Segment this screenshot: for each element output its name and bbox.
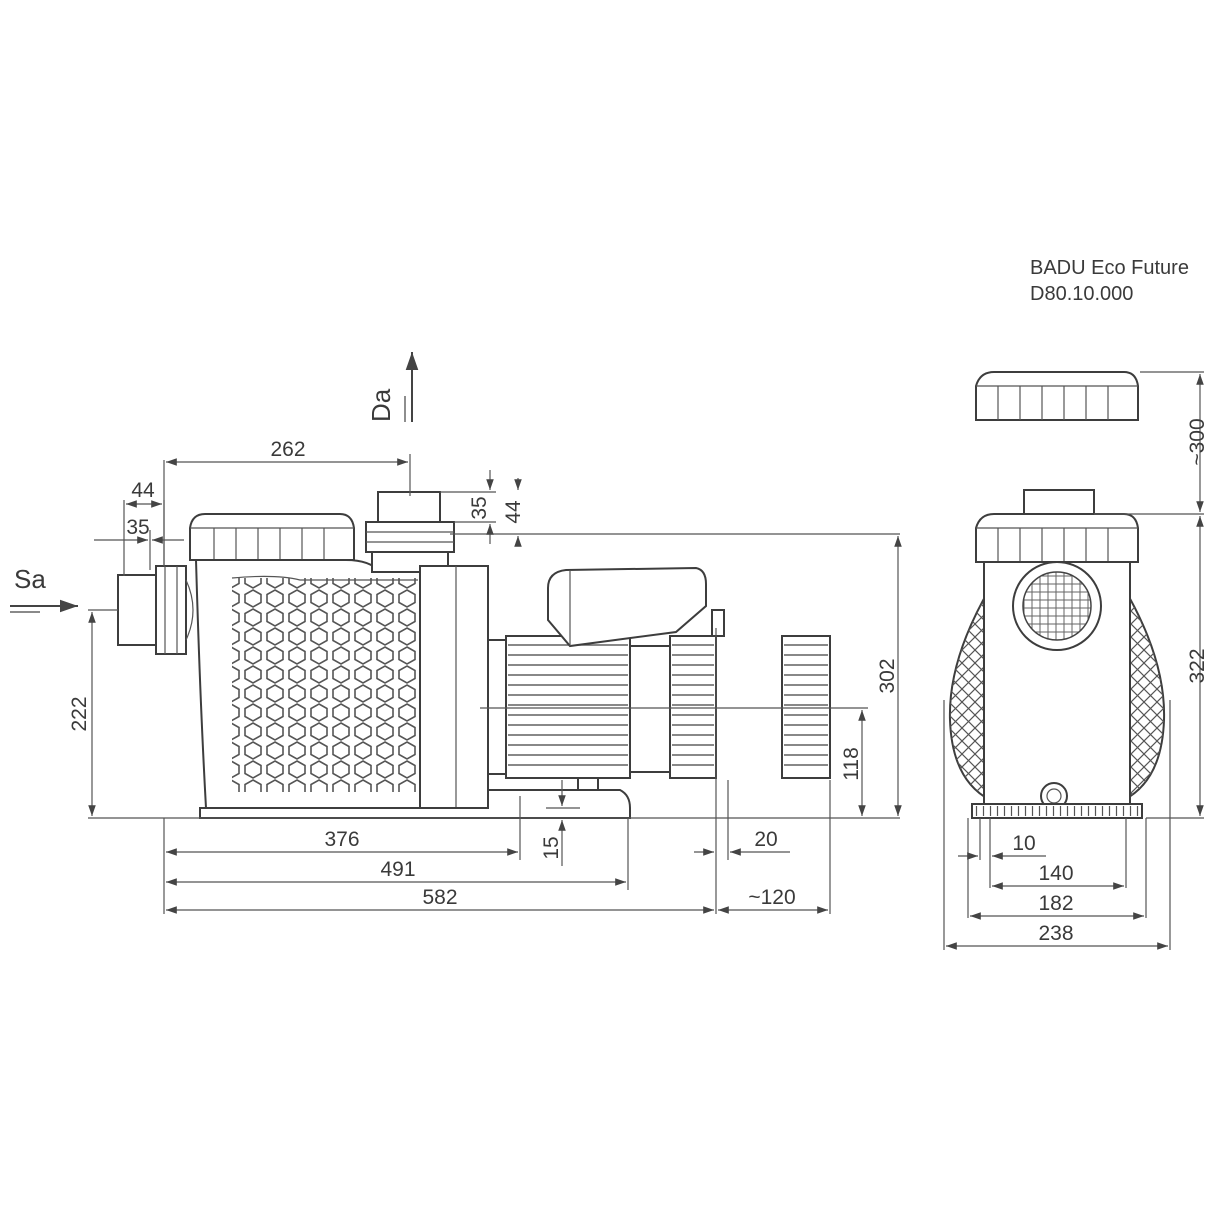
discharge-label: Da [366,388,396,422]
dim-582: 582 [422,886,457,909]
dim-238: 238 [1038,922,1073,945]
front-view [948,371,1166,819]
title-block: BADU Eco Future D80.10.000 [1030,257,1189,305]
flow-indicators: Sa Da [10,352,419,613]
front-lid [975,513,1139,563]
dim-302: 302 [876,658,899,693]
dim-35-left: 35 [126,516,149,539]
dim-44-left: 44 [131,479,155,502]
strainer-lid [189,513,355,561]
front-view-dimensions: ~300 322 10 140 182 238 [943,371,1209,950]
dim-140: 140 [1038,862,1073,885]
model-name: BADU Eco Future [1030,257,1189,279]
dim-182: 182 [1038,892,1073,915]
dim-15: 15 [540,836,563,859]
control-box [547,566,707,648]
dim-262: 262 [270,438,305,461]
dim-10: 10 [1012,832,1035,855]
pump-housing [419,565,489,809]
side-view-dimensions: 262 44 35 35 44 222 302 118 [68,438,902,914]
dim-35-top: 35 [468,496,491,519]
dim-20: 20 [754,828,777,851]
dim-118: 118 [840,747,863,780]
fan-cover [781,635,831,779]
pump-foot [199,789,631,819]
dim-491: 491 [380,858,415,881]
dim-44-top: 44 [502,500,525,524]
prefilter-honeycomb [232,578,418,792]
front-lid-detached [975,371,1139,421]
dim-120: ~120 [748,886,795,909]
front-discharge-pipe [1023,489,1095,515]
motor [487,635,717,779]
discharge-union [365,491,455,573]
dim-376: 376 [324,828,359,851]
part-number: D80.10.000 [1030,283,1133,305]
dim-322: 322 [1186,648,1209,683]
dim-300: ~300 [1186,418,1209,465]
suction-union [117,565,194,655]
side-view [117,491,831,819]
suction-label: Sa [14,564,46,594]
dim-222: 222 [68,696,91,731]
